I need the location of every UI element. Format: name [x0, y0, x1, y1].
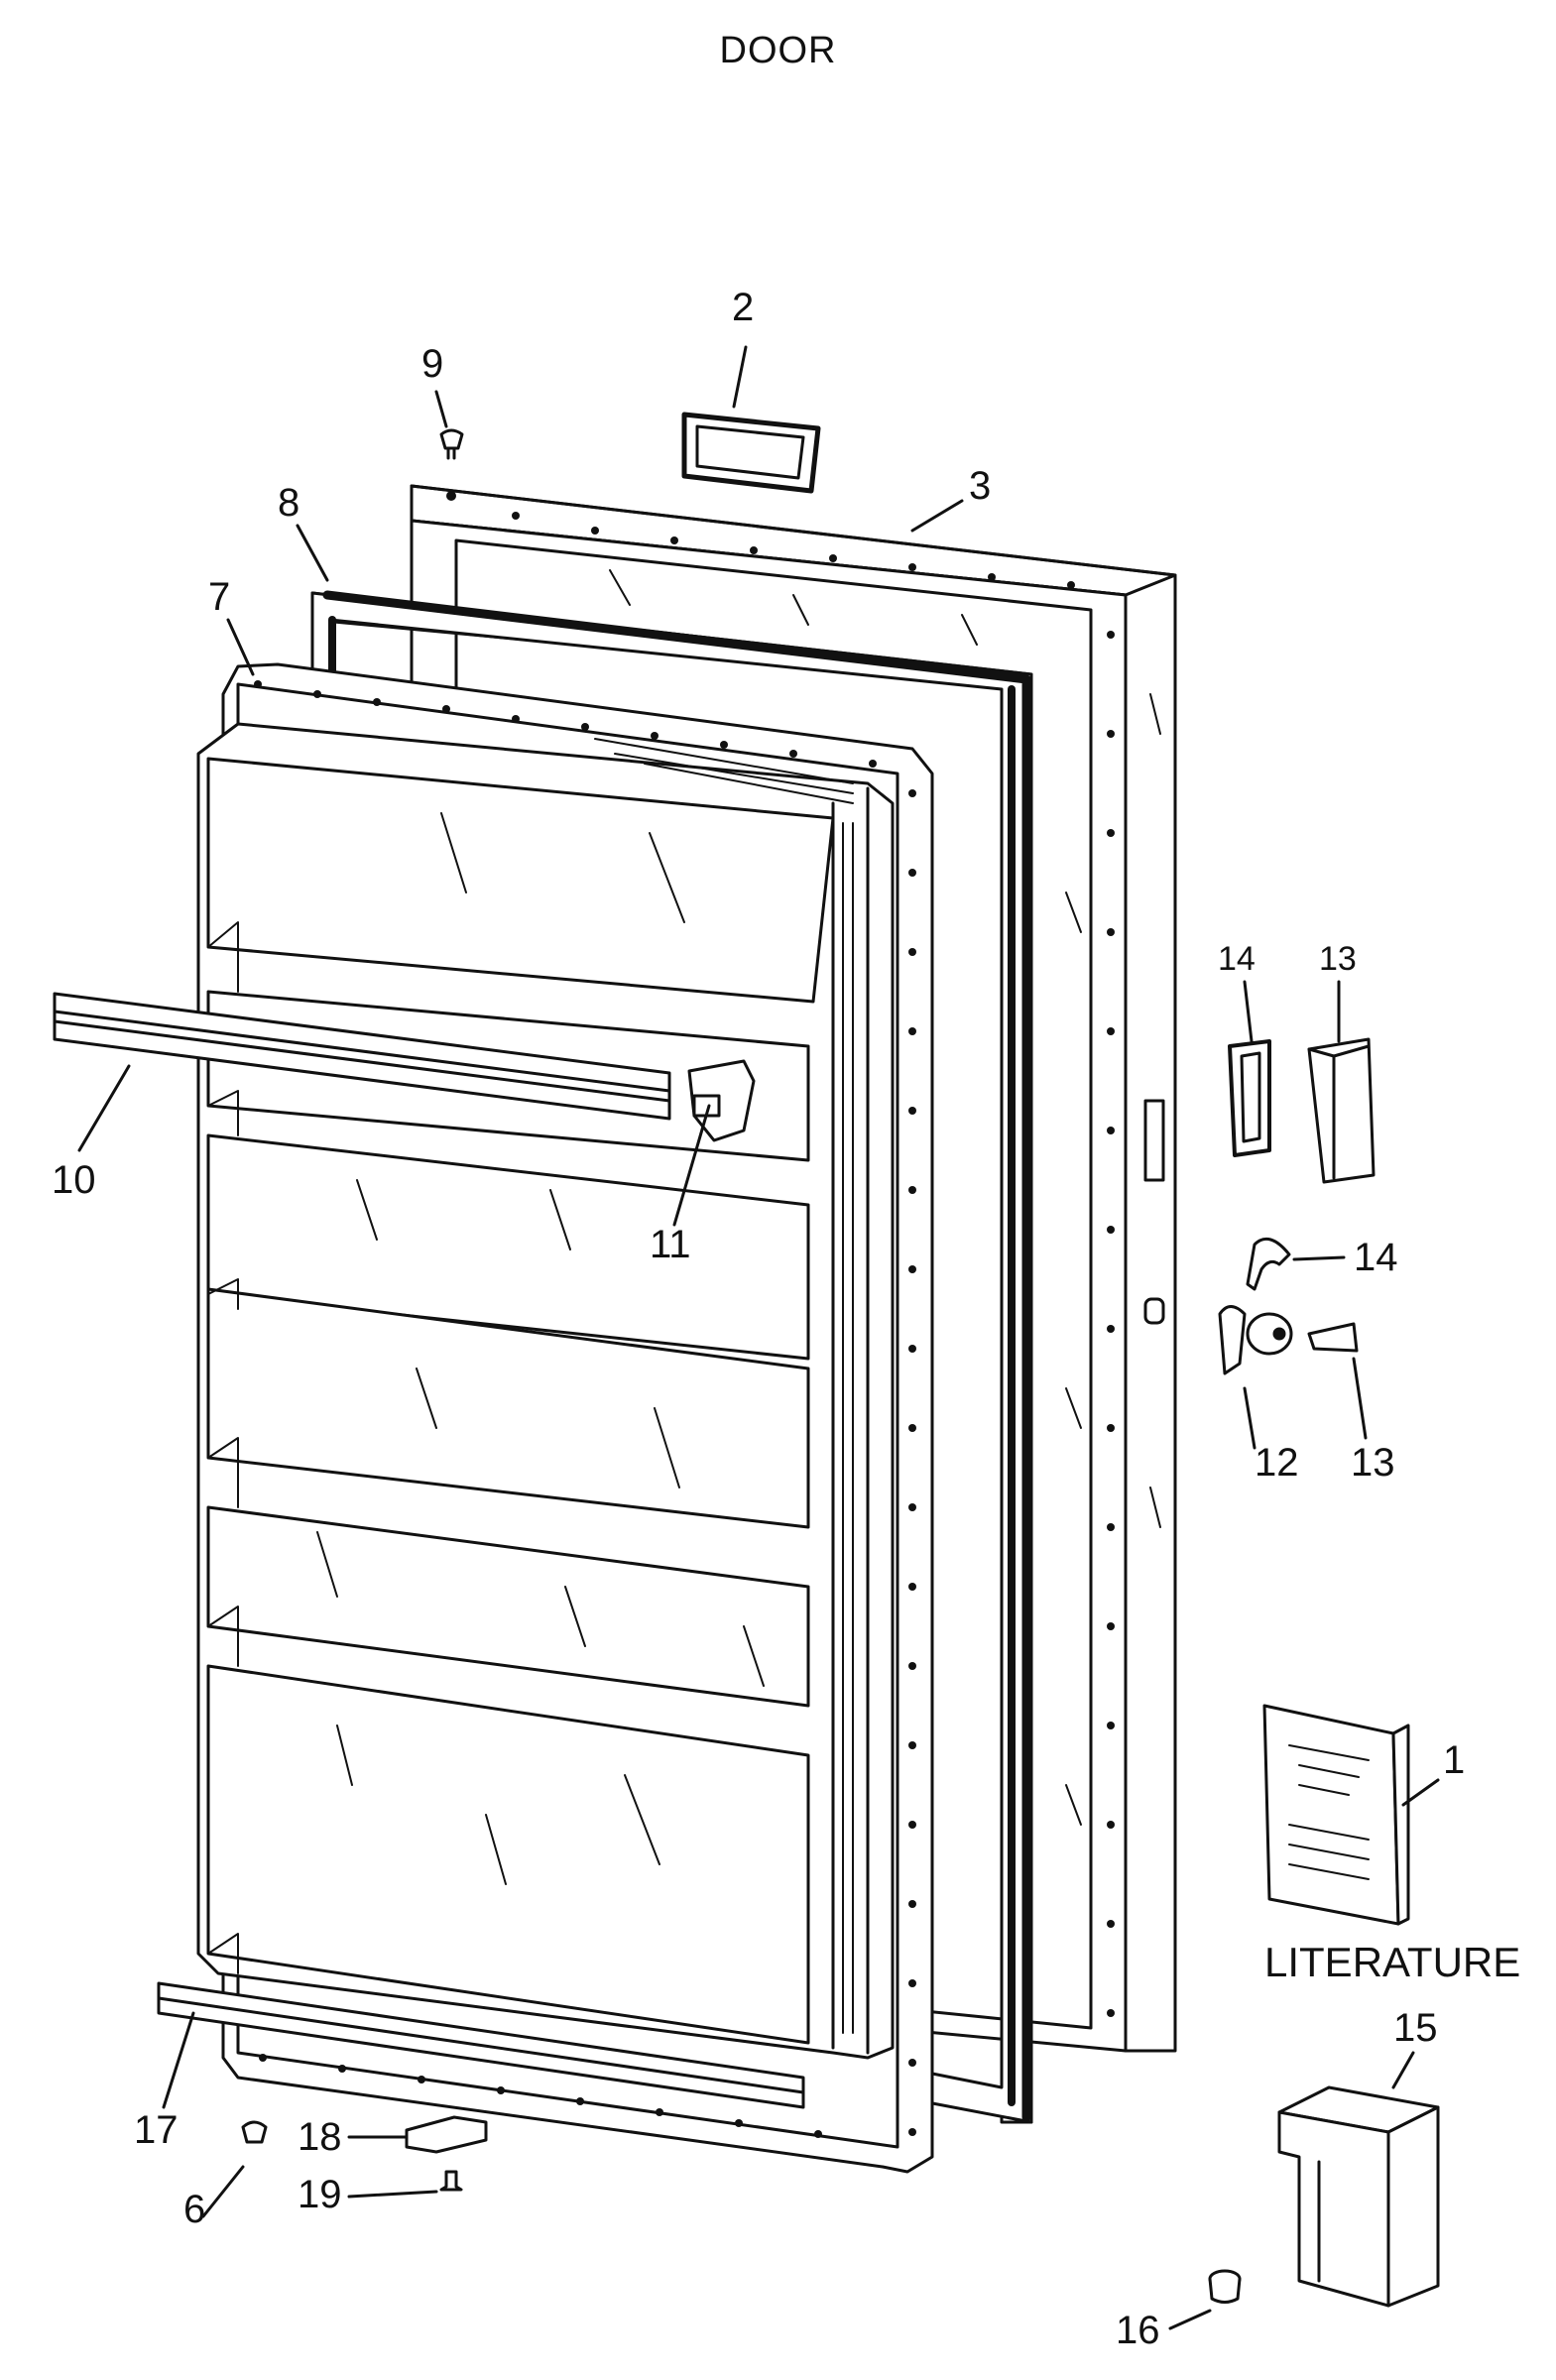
callout-19: 19 [298, 2173, 342, 2216]
literature-label: LITERATURE [1264, 1939, 1521, 1985]
callout-11: 11 [650, 1223, 691, 1266]
part-2-plate [681, 412, 821, 494]
callout-13-top: 13 [1319, 940, 1357, 978]
leader-lines [77, 345, 1440, 2330]
part-14-frame-top [1228, 1039, 1271, 1157]
callout-9: 9 [421, 342, 444, 386]
door-rail-bar [53, 992, 671, 1121]
callout-14-top: 14 [1218, 940, 1256, 978]
callout-3: 3 [969, 464, 992, 508]
callout-2: 2 [732, 286, 755, 329]
part-12-lock [1218, 1305, 1293, 1375]
callout-15: 15 [1393, 2006, 1438, 2050]
part-19-screw [439, 2170, 463, 2192]
part-9-screw [439, 428, 464, 460]
part-16-plug [1208, 2269, 1242, 2304]
part-13-latch [1307, 1322, 1359, 1353]
callout-17: 17 [134, 2108, 179, 2152]
callout-6: 6 [183, 2188, 206, 2231]
callout-8: 8 [278, 481, 300, 525]
part-14-clip [1246, 1237, 1291, 1291]
callout-16: 16 [1116, 2309, 1160, 2352]
callout-18: 18 [298, 2115, 342, 2159]
callout-13-lower: 13 [1351, 1441, 1395, 1485]
callout-10: 10 [52, 1158, 96, 1202]
part-6-screw [241, 2120, 268, 2144]
callout-12: 12 [1255, 1441, 1299, 1485]
literature-booklet [1262, 1704, 1410, 1926]
part-18-bracket [405, 2115, 488, 2154]
diagram-title: DOOR [719, 30, 837, 71]
callout-7: 7 [208, 575, 231, 619]
callout-14-lower: 14 [1354, 1236, 1398, 1279]
part-15-block [1277, 2085, 1440, 2308]
part-13-cover-top [1307, 1037, 1376, 1184]
callout-1: 1 [1443, 1738, 1466, 1782]
bottom-trim-strip [157, 1981, 805, 2109]
door-liner-tub [196, 722, 895, 2060]
